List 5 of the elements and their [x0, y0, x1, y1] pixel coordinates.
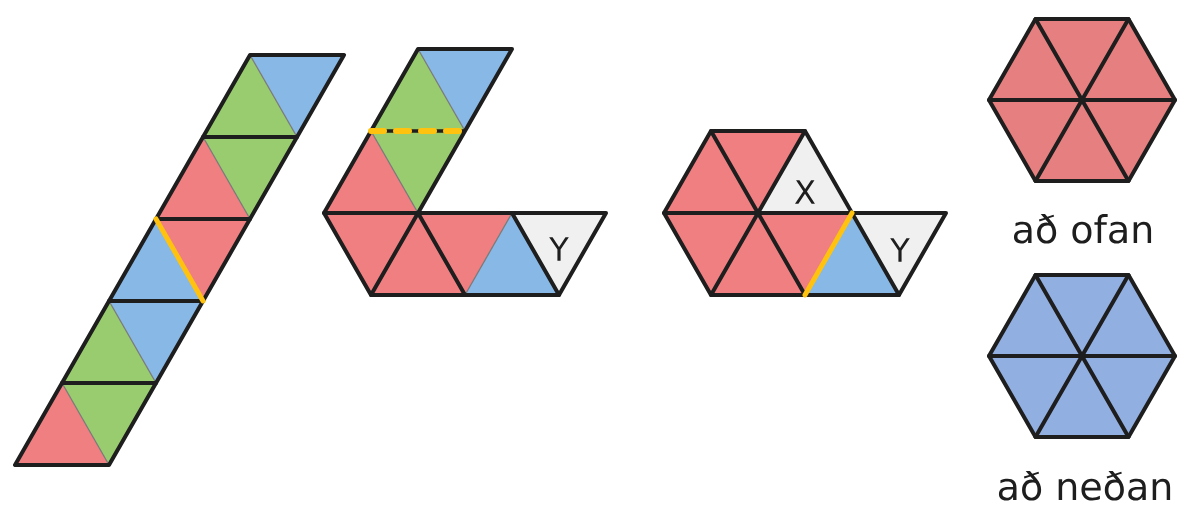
face-label: Y: [549, 237, 569, 261]
face-label: Y: [890, 238, 910, 262]
caption: að ofan: [1014, 214, 1152, 244]
caption: að neðan: [998, 471, 1171, 501]
face-label: X: [795, 180, 815, 204]
